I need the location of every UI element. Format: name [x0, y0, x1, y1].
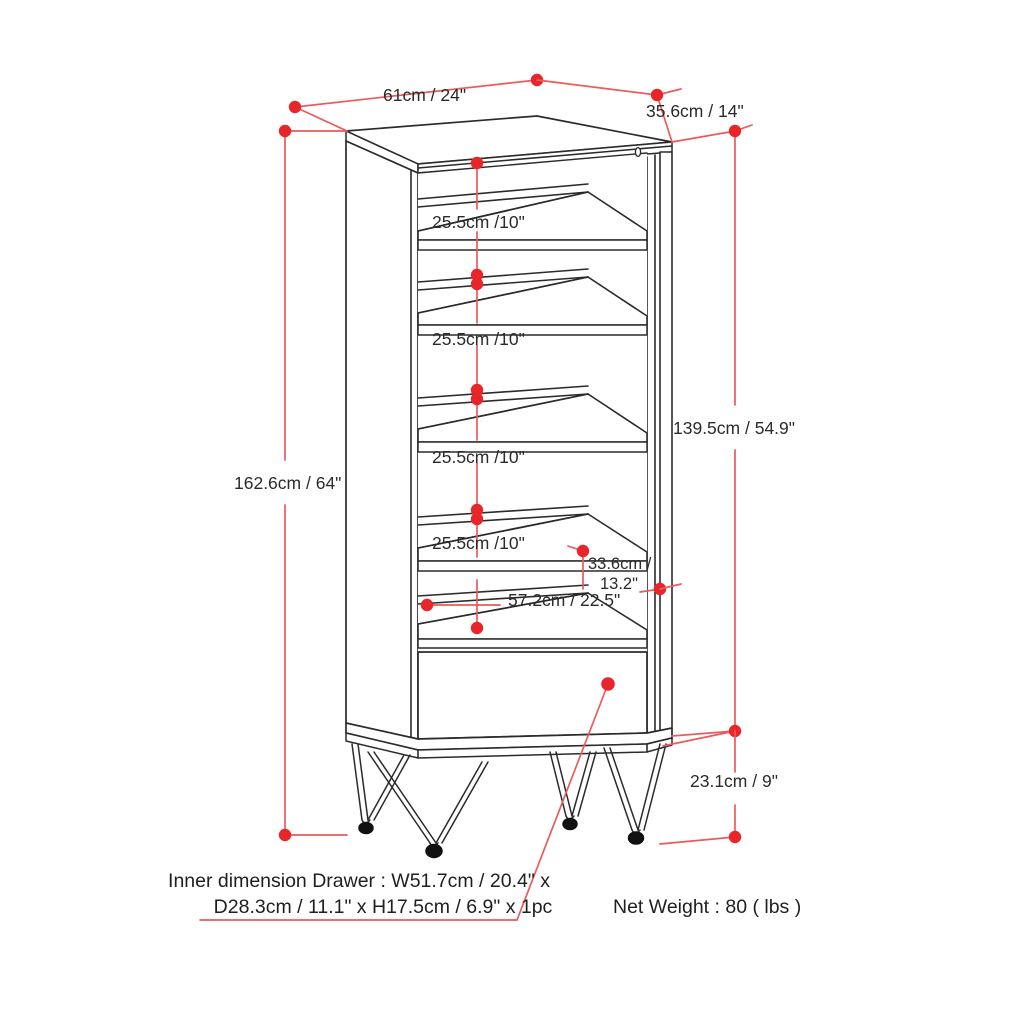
label-inner-shelf-depth-line2: 13.2" [600, 575, 638, 593]
dim-overall-depth [536, 79, 682, 143]
shelf-1 [417, 183, 648, 251]
caption-layer: Inner dimension Drawer : W51.7cm / 20.4"… [168, 870, 801, 918]
dimension-annotations [199, 73, 753, 921]
dim-inner-shelf-width [420, 582, 682, 612]
label-inner-shelf-width: 57.2cm / 22.5" [508, 590, 620, 610]
knob-hole-icon [634, 146, 642, 158]
label-shelf-gap-1: 25.5cm /10" [432, 212, 525, 232]
label-overall-width: 61cm / 24" [383, 85, 466, 105]
leg-rear-right [603, 743, 667, 845]
label-shelf-gap-2: 25.5cm /10" [432, 329, 525, 349]
shelf-2 [417, 268, 648, 336]
dim-inner-shelf-depth [567, 544, 590, 590]
leg-rear-left [351, 743, 411, 835]
caption-net-weight: Net Weight : 80 ( lbs ) [613, 896, 801, 918]
dim-shelf-gap-chain [470, 156, 484, 635]
shelf-3 [417, 385, 648, 453]
label-leg-height: 23.1cm / 9" [690, 771, 778, 791]
left-side-panel [345, 140, 419, 744]
label-shelf-gap-3: 25.5cm /10" [432, 447, 525, 467]
label-overall-height: 162.6cm / 64" [234, 473, 341, 493]
caption-inner-drawer-line2: D28.3cm / 11.1" x H17.5cm / 6.9" x 1pc [214, 896, 553, 918]
leg-front-left [367, 751, 489, 859]
label-cabinet-height: 139.5cm / 54.9" [673, 418, 795, 438]
caption-inner-drawer-line1: Inner dimension Drawer : W51.7cm / 20.4"… [168, 870, 550, 892]
dim-overall-width [288, 73, 544, 132]
label-overall-depth: 35.6cm / 14" [646, 101, 744, 121]
dim-overall-height [278, 124, 348, 842]
dim-leg-height [659, 730, 742, 845]
label-inner-shelf-depth-line1: 33.6cm / [588, 555, 652, 573]
shelf-4 [417, 505, 648, 572]
right-side-panel [646, 151, 673, 738]
dimension-text-layer: 61cm / 24" 35.6cm / 14" 162.6cm / 64" 13… [234, 85, 795, 791]
leg-center-right [549, 751, 597, 831]
drawer-front [417, 651, 648, 740]
drawer-leader-line [516, 677, 615, 921]
dim-cabinet-height [662, 124, 753, 747]
label-shelf-gap-4: 25.5cm /10" [432, 533, 525, 553]
